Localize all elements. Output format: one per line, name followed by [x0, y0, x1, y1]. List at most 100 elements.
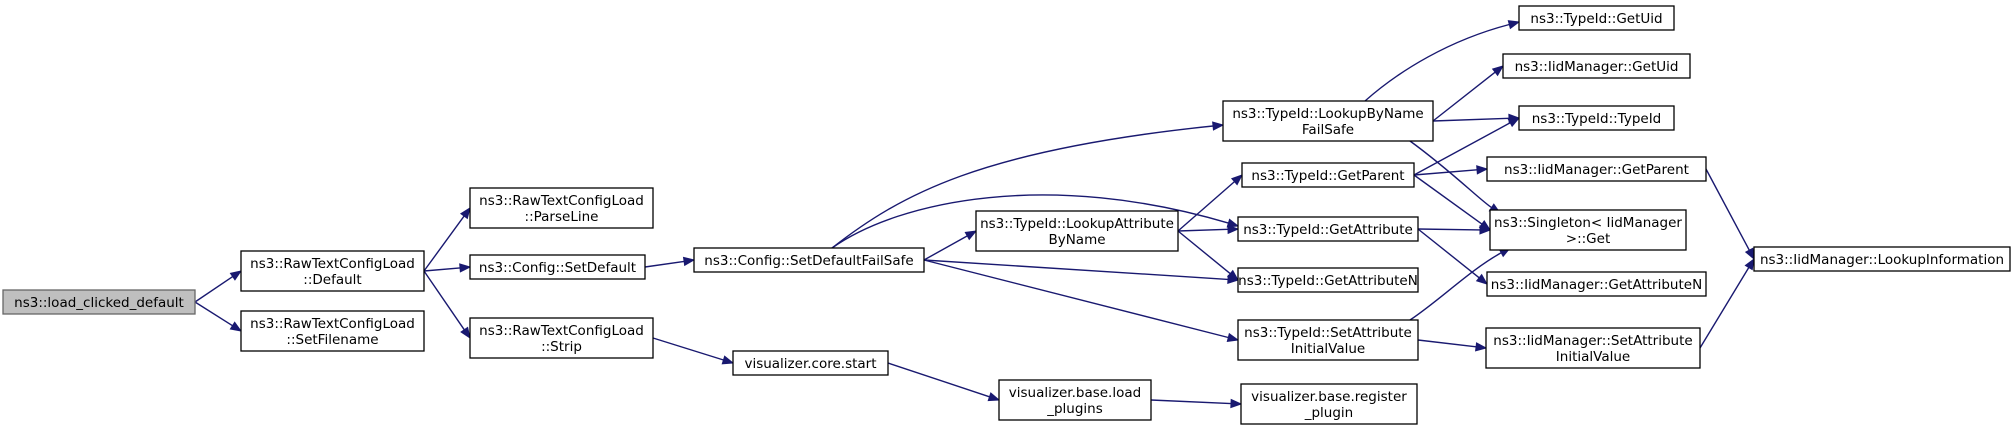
- node-label: ns3::IidManager::LookupInformation: [1760, 252, 2004, 268]
- node-label: ns3::TypeId::TypeId: [1532, 111, 1662, 127]
- node-label: ::Strip: [541, 339, 582, 355]
- edge-line: [923, 259, 1229, 281]
- edge-typeid-lookupattributebyname-to-typeid-getattributen: [1177, 230, 1240, 281]
- node-label: ns3::RawTextConfigLoad: [250, 316, 415, 332]
- arrowhead-icon: [682, 256, 696, 267]
- edge-rtcl-default-to-config-setdefault: [423, 263, 472, 273]
- node-box: [1485, 327, 1701, 369]
- node-typeid-getattribute[interactable]: ns3::TypeId::GetAttribute: [1237, 216, 1419, 242]
- node-rtcl-setfilename[interactable]: ns3::RawTextConfigLoad::SetFilename: [240, 310, 425, 352]
- node-load-clicked-default[interactable]: ns3::load_clicked_default: [2, 289, 196, 315]
- node-label: ns3::RawTextConfigLoad: [479, 193, 644, 209]
- node-singleton-get[interactable]: ns3::Singleton< IidManager >::Get: [1489, 209, 1687, 251]
- node-iidmanager-getparent[interactable]: ns3::IidManager::GetParent: [1486, 156, 1707, 182]
- node-viz-core-start[interactable]: visualizer.core.start: [732, 350, 889, 376]
- node-box: [1237, 319, 1419, 361]
- arrowhead-icon: [1226, 332, 1240, 342]
- edge-line: [1409, 252, 1502, 321]
- node-config-setdefaultfailsafe[interactable]: ns3::Config::SetDefaultFailSafe: [693, 247, 925, 273]
- node-box: [975, 210, 1179, 252]
- edge-line: [194, 276, 234, 303]
- edge-line: [1177, 181, 1235, 232]
- edge-line: [1409, 140, 1492, 209]
- edge-config-setdefaultfailsafe-to-typeid-getattribute: [831, 194, 1240, 249]
- arrowhead-icon: [1475, 342, 1488, 352]
- edge-viz-base-load-plugins-to-viz-base-register-plugin: [1150, 398, 1243, 409]
- edge-rtcl-default-to-rtcl-strip: [423, 270, 471, 340]
- node-label: _plugin: [1304, 405, 1354, 421]
- arrowhead-icon: [1476, 165, 1489, 175]
- node-box: [2, 289, 196, 315]
- edge-typeid-setattributeinitialvalue-to-iidmanager-setattributeinitialvalue: [1417, 339, 1488, 352]
- node-label: ns3::IidManager::GetUid: [1515, 59, 1679, 75]
- node-box: [693, 247, 925, 273]
- node-box: [998, 379, 1152, 421]
- edge-config-setdefaultfailsafe-to-typeid-lookupattributebyname: [923, 230, 978, 261]
- node-label: ns3::IidManager::GetAttributeN: [1491, 277, 1702, 293]
- node-box: [1518, 5, 1675, 31]
- node-typeid-getparent[interactable]: ns3::TypeId::GetParent: [1241, 162, 1415, 188]
- edge-typeid-getattribute-to-iidmanager-getattributen: [1417, 228, 1489, 285]
- node-box: [1489, 209, 1687, 251]
- node-box: [1502, 53, 1691, 79]
- node-box: [469, 187, 654, 229]
- arrowhead-icon: [987, 392, 1001, 402]
- edge-rtcl-default-to-rtcl-parseline: [423, 206, 471, 272]
- edge-typeid-getparent-to-typeid-typeid: [1413, 117, 1521, 176]
- node-label: ns3::Config::SetDefaultFailSafe: [704, 253, 913, 269]
- node-iidmanager-setattributeinitialvalue[interactable]: ns3::IidManager::SetAttributeInitialValu…: [1485, 327, 1701, 369]
- arrowhead-icon: [1227, 224, 1240, 235]
- edge-line: [1413, 174, 1483, 225]
- node-iidmanager-getuid[interactable]: ns3::IidManager::GetUid: [1502, 53, 1691, 79]
- node-box: [240, 310, 425, 352]
- arrowhead-icon: [459, 263, 472, 273]
- edge-line: [1417, 228, 1480, 279]
- node-label: ns3::RawTextConfigLoad: [479, 323, 644, 339]
- node-label: FailSafe: [1302, 122, 1354, 138]
- edge-line: [1705, 168, 1750, 251]
- arrowhead-icon: [229, 321, 243, 332]
- edge-line: [423, 270, 465, 331]
- node-viz-base-register-plugin[interactable]: visualizer.base.register_plugin: [1240, 383, 1418, 425]
- node-label: ns3::RawTextConfigLoad: [250, 256, 415, 272]
- node-label: ns3::TypeId::LookupAttribute: [980, 216, 1174, 232]
- edge-line: [1432, 117, 1510, 122]
- node-rtcl-default[interactable]: ns3::RawTextConfigLoad::Default: [240, 250, 425, 292]
- arrowhead-icon: [1491, 65, 1505, 77]
- node-viz-base-load-plugins[interactable]: visualizer.base.load_plugins: [998, 379, 1152, 421]
- edge-typeid-getparent-to-iidmanager-getparent: [1413, 165, 1489, 176]
- node-label: ns3::TypeId::GetUid: [1530, 11, 1662, 27]
- node-rtcl-strip[interactable]: ns3::RawTextConfigLoad::Strip: [469, 317, 654, 359]
- arrowhead-icon: [1230, 398, 1243, 409]
- node-box: [1486, 156, 1707, 182]
- node-typeid-getattributen[interactable]: ns3::TypeId::GetAttributeN: [1237, 267, 1419, 293]
- node-label: >::Get: [1566, 231, 1610, 247]
- node-box: [1241, 162, 1415, 188]
- node-label: ::Default: [303, 272, 361, 288]
- node-label: ns3::TypeId::GetAttribute: [1243, 222, 1413, 238]
- node-label: InitialValue: [1556, 349, 1630, 365]
- node-iidmanager-getattributen[interactable]: ns3::IidManager::GetAttributeN: [1486, 271, 1707, 297]
- arrowhead-icon: [1226, 269, 1240, 281]
- node-box: [1486, 271, 1707, 297]
- node-iidmanager-lookupinformation[interactable]: ns3::IidManager::LookupInformation: [1753, 246, 2011, 272]
- edge-line: [887, 362, 990, 398]
- node-typeid-getuid[interactable]: ns3::TypeId::GetUid: [1518, 5, 1675, 31]
- edge-typeid-getparent-to-singleton-get: [1413, 174, 1492, 231]
- node-rtcl-parseline[interactable]: ns3::RawTextConfigLoad::ParseLine: [469, 187, 654, 229]
- edge-line: [1364, 23, 1510, 102]
- edge-line: [1177, 230, 1231, 275]
- edge-line: [1699, 267, 1750, 349]
- edge-typeid-lookupbynamefailsafe-to-typeid-getuid: [1364, 20, 1521, 102]
- node-typeid-typeid[interactable]: ns3::TypeId::TypeId: [1518, 105, 1675, 131]
- arrowhead-icon: [460, 326, 471, 340]
- node-label: visualizer.base.load: [1009, 385, 1141, 401]
- node-config-setdefault[interactable]: ns3::Config::SetDefault: [469, 254, 646, 280]
- node-box: [1518, 105, 1675, 131]
- arrowhead-icon: [1744, 247, 1755, 261]
- node-box: [469, 317, 654, 359]
- node-label: ns3::load_clicked_default: [14, 295, 184, 311]
